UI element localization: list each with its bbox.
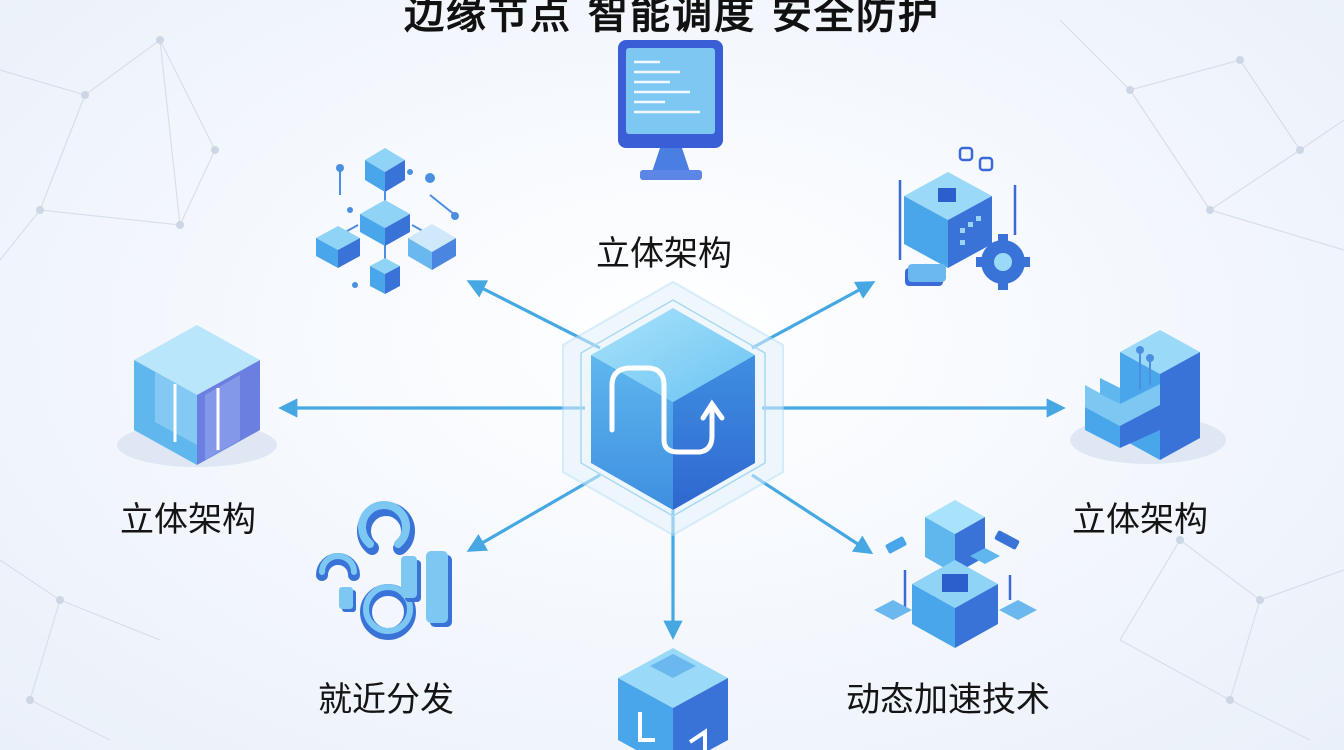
diagram-title: 边缘节点 智能调度 安全防护 (404, 0, 940, 38)
arrow-to-top-right (751, 281, 876, 350)
arrow-to-bottom-right (751, 473, 874, 555)
node-label-top: 立体架构 (596, 234, 732, 274)
node-label-bottom-left: 就近分发 (318, 680, 454, 720)
arrow-to-bottom-left (466, 473, 601, 552)
node-label-left: 立体架构 (120, 500, 256, 540)
node-label-bottom-right: 动态加速技术 (846, 680, 1050, 720)
node-label-right: 立体架构 (1072, 500, 1208, 540)
